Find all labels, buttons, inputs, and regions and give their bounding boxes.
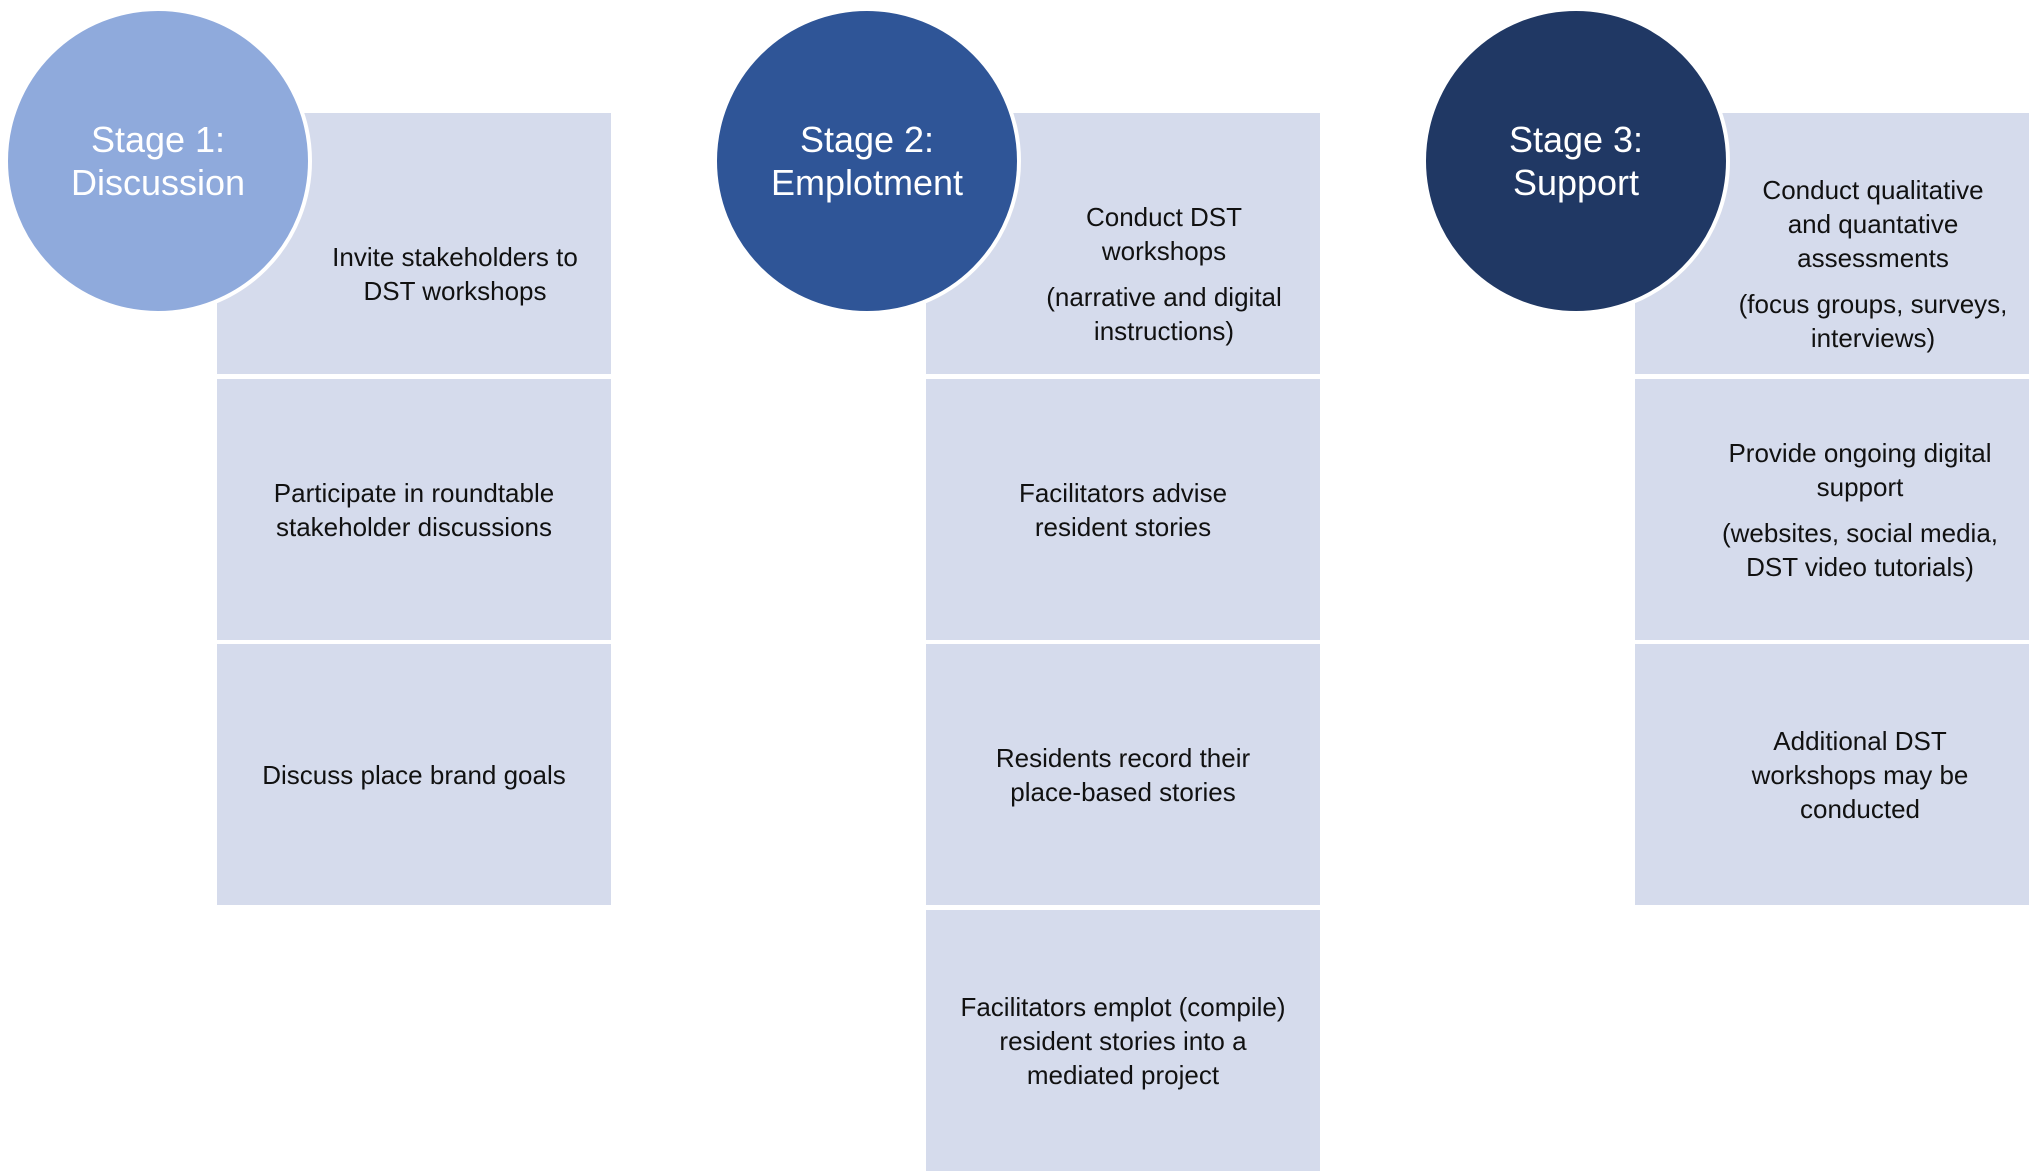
step-text: Facilitators emplot (compile) resident s… <box>960 991 1286 1090</box>
step-text: Conduct qualitative and quantative asses… <box>1762 174 1984 273</box>
stage-1-column: Invite stakeholders to DST workshops Par… <box>0 0 611 1174</box>
stage-3-circle: Stage 3: Support <box>1422 7 1730 315</box>
stage-2-step-3-box: Residents record their place-based stori… <box>926 644 1320 905</box>
stage-3-title-line1: Stage 3: <box>1508 119 1644 160</box>
stage-3-step-2-box: Provide ongoing digital support (website… <box>1635 379 2029 640</box>
step-note: (narrative and digital instructions) <box>1046 281 1282 346</box>
step-text: Provide ongoing digital support <box>1728 437 1992 502</box>
stage-3-title-line2: Support <box>1512 162 1640 203</box>
step-text: Invite stakeholders to DST workshops <box>332 241 578 306</box>
stage-2-step-1-box: Conduct DST workshops (narrative and dig… <box>926 113 1320 374</box>
step-note: (websites, social media, DST video tutor… <box>1722 517 1998 582</box>
stage-2-title-line2: Emplotment <box>770 162 964 203</box>
step-text: Facilitators advise resident stories <box>1018 477 1228 542</box>
stage-1-step-3-box: Discuss place brand goals <box>217 644 611 905</box>
stage-2-step-2-box: Facilitators advise resident stories <box>926 379 1320 640</box>
stage-1-circle: Stage 1: Discussion <box>4 7 312 315</box>
stage-1-title-line1: Stage 1: <box>90 119 226 160</box>
stage-3-column: Conduct qualitative and quantative asses… <box>1418 0 2029 1174</box>
step-text: Residents record their place-based stori… <box>995 742 1251 807</box>
step-note: (focus groups, surveys, interviews) <box>1738 288 2008 353</box>
stage-1-title-line2: Discussion <box>70 162 246 203</box>
stage-2-step-4-box: Facilitators emplot (compile) resident s… <box>926 910 1320 1171</box>
stage-1-step-2-box: Participate in roundtable stakeholder di… <box>217 379 611 640</box>
stage-3-step-3-box: Additional DST workshops may be conducte… <box>1635 644 2029 905</box>
step-text: Additional DST workshops may be conducte… <box>1751 725 1969 824</box>
step-text: Discuss place brand goals <box>262 759 566 790</box>
stage-2-title-line1: Stage 2: <box>799 119 935 160</box>
stage-2-circle: Stage 2: Emplotment <box>713 7 1021 315</box>
stage-2-column: Conduct DST workshops (narrative and dig… <box>709 0 1320 1174</box>
step-text: Participate in roundtable stakeholder di… <box>273 477 555 542</box>
step-text: Conduct DST workshops <box>1085 201 1243 266</box>
